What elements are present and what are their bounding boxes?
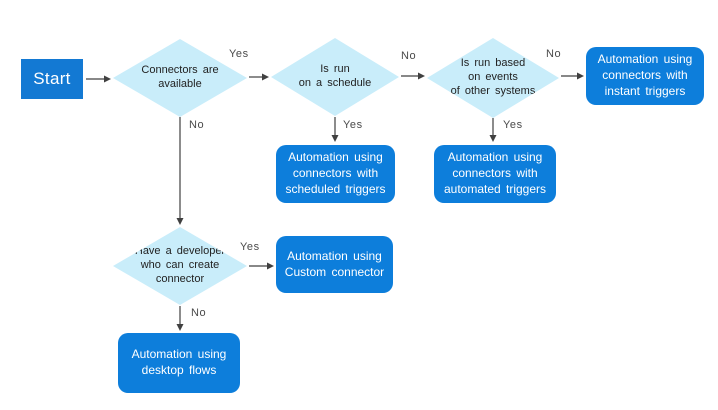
decision-connectors-available: Connectors are available xyxy=(113,39,247,117)
start-node: Start xyxy=(21,59,83,99)
result-automated-triggers: Automation using connectors with automat… xyxy=(434,145,556,203)
edge-label-run-on-events-no: No xyxy=(546,48,562,60)
decision-have-developer: Have a developer who can create connecto… xyxy=(113,227,247,305)
decision-run-on-events: Is run based on events of other systems xyxy=(427,38,559,118)
result-instant-triggers: Automation using connectors with instant… xyxy=(586,47,704,105)
edge-label-connectors-available-yes: Yes xyxy=(229,48,249,60)
edge-label-have-developer-no: No xyxy=(191,307,207,319)
edge-label-connectors-available-no: No xyxy=(189,119,205,131)
result-desktop-flows: Automation using desktop flows xyxy=(118,333,240,393)
decision-run-on-schedule: Is run on a schedule xyxy=(271,38,399,116)
edge-label-have-developer-yes: Yes xyxy=(240,241,260,253)
edge-label-run-on-schedule-yes: Yes xyxy=(343,119,363,131)
edge-label-run-on-events-yes: Yes xyxy=(503,119,523,131)
result-custom-connector: Automation using Custom connector xyxy=(276,236,393,293)
result-scheduled-triggers: Automation using connectors with schedul… xyxy=(276,145,395,203)
edge-label-run-on-schedule-no: No xyxy=(401,50,417,62)
